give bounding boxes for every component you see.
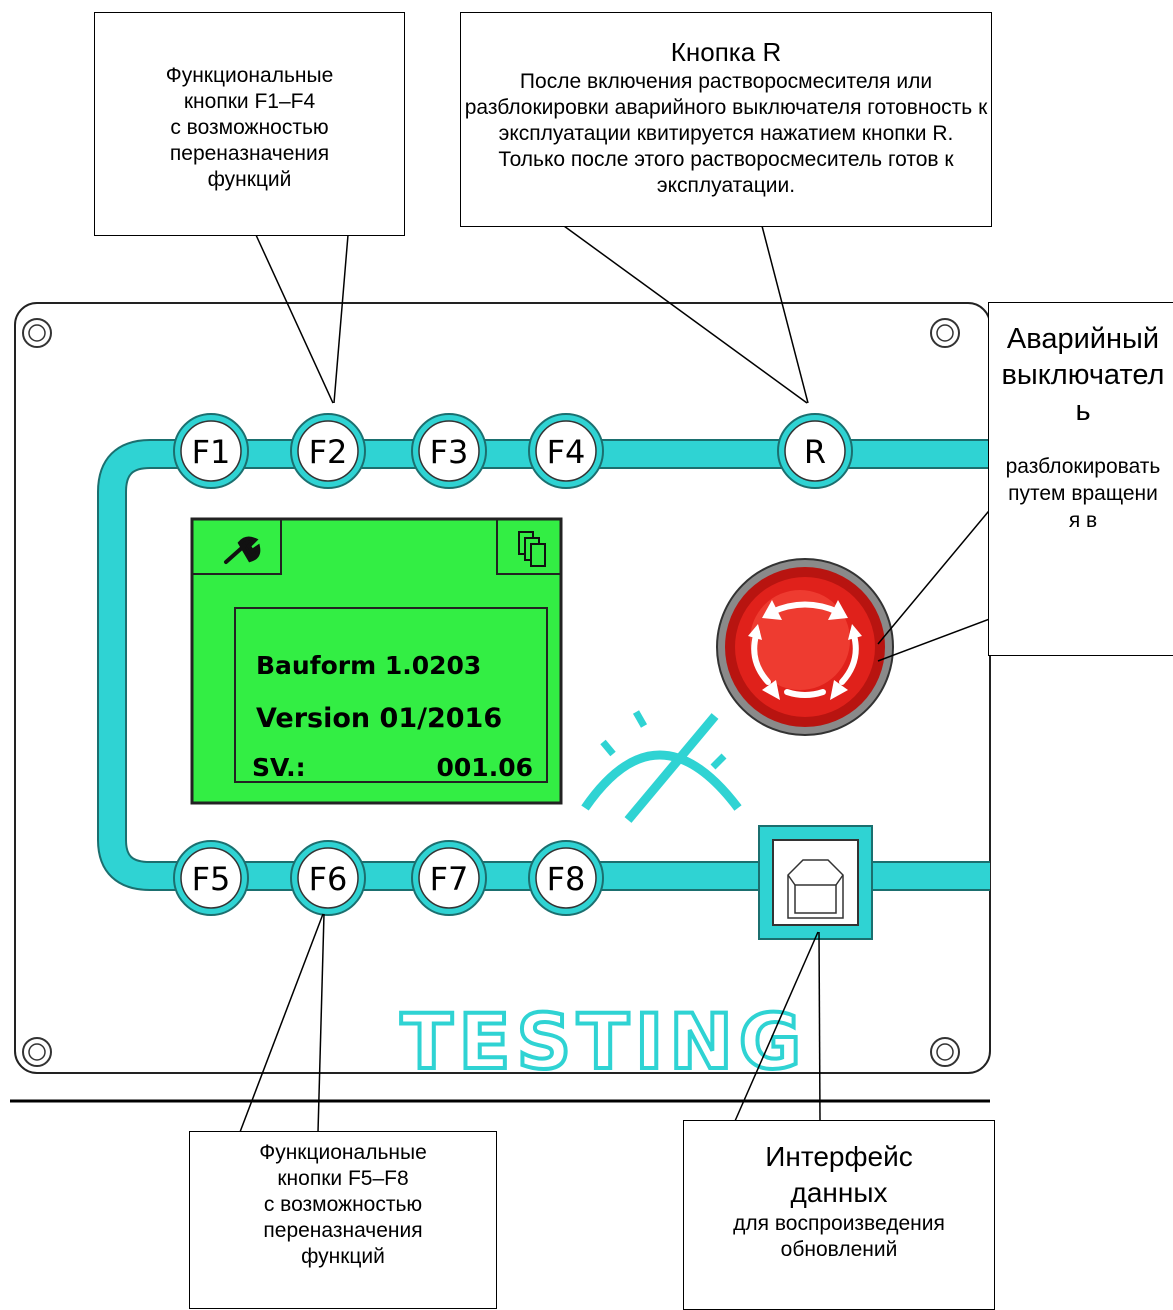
- callout-r-line: разблокировки аварийного выключателя гот…: [464, 96, 988, 119]
- callout-f1-line: Функциональные: [165, 64, 334, 87]
- button-f2[interactable]: F2: [290, 413, 366, 489]
- callout-r-line: эксплуатации квитируется нажатием кнопки…: [498, 122, 954, 145]
- callout-emergency-title: Аварийный выключатель: [1001, 323, 1165, 427]
- screw-icon: [22, 318, 52, 348]
- callout-emergency-text: разблокировать путем вращения в: [1005, 455, 1161, 532]
- callout-r-title: Кнопка R: [670, 37, 782, 67]
- button-f7[interactable]: F7: [411, 840, 487, 916]
- button-f8[interactable]: F8: [528, 840, 604, 916]
- button-f1-label: F1: [192, 433, 231, 471]
- callout-r-line: Только после этого растворосмеситель гот…: [498, 148, 954, 171]
- callout-f1-line: переназначения: [169, 142, 330, 165]
- callout-emergency-stop: Аварийный выключатель разблокировать пут…: [988, 302, 1173, 656]
- callout-f1-f4: Функциональные кнопки F1–F4 с возможност…: [94, 12, 405, 236]
- wrench-icon: [224, 536, 261, 564]
- callout-usb-line: для воспроизведения: [733, 1212, 945, 1235]
- callout-data-interface: Интерфейс данных для воспроизведения обн…: [683, 1120, 995, 1310]
- button-r-label: R: [804, 433, 826, 471]
- lcd-sv-value: 001.06: [437, 753, 533, 782]
- callout-f5-line: с возможностью: [263, 1193, 423, 1216]
- callout-f5-line: функций: [301, 1245, 385, 1268]
- button-f3[interactable]: F3: [411, 413, 487, 489]
- callout-f5-line: Функциональные: [259, 1141, 427, 1164]
- emergency-stop-button[interactable]: [716, 558, 894, 736]
- testing-logo: TESTING: [399, 710, 808, 1088]
- callout-usb-title: Интерфейс: [765, 1141, 913, 1172]
- screw-icon: [22, 1037, 52, 1067]
- lcd-display: Bauform 1.0203 Version 01/2016 SV.: 001.…: [190, 517, 563, 805]
- callout-f5-line: кнопки F5–F8: [277, 1167, 409, 1190]
- lcd-line-version: Version 01/2016: [256, 703, 502, 734]
- button-r[interactable]: R: [777, 413, 853, 489]
- callout-f1-line: с возможностью: [170, 116, 329, 139]
- callout-f1-line: кнопки F1–F4: [183, 90, 316, 113]
- cyan-rail-fill: [99, 441, 990, 889]
- callout-r-button: Кнопка R После включения растворосмесите…: [460, 12, 992, 227]
- callout-usb-title: данных: [790, 1177, 888, 1208]
- copy-pages-icon: [518, 531, 546, 567]
- callout-f5-line: переназначения: [263, 1219, 423, 1242]
- callout-r-line: После включения растворосмесителя или: [519, 70, 933, 93]
- testing-logo-text: TESTING: [401, 997, 808, 1086]
- button-f1[interactable]: F1: [173, 413, 249, 489]
- usb-b-icon: [787, 859, 844, 919]
- button-f2-label: F2: [309, 433, 348, 471]
- button-f3-label: F3: [430, 433, 469, 471]
- button-f5-label: F5: [192, 860, 231, 898]
- screw-icon: [930, 318, 960, 348]
- usb-port[interactable]: [758, 825, 873, 940]
- button-f6[interactable]: F6: [290, 840, 366, 916]
- button-f4[interactable]: F4: [528, 413, 604, 489]
- lcd-sv-label: SV.:: [252, 753, 306, 782]
- leader-lines: [239, 225, 1041, 1133]
- button-f5[interactable]: F5: [173, 840, 249, 916]
- button-f6-label: F6: [309, 860, 348, 898]
- screw-icon: [930, 1037, 960, 1067]
- button-f4-label: F4: [547, 433, 586, 471]
- rotate-arrowheads: [748, 600, 862, 700]
- callout-r-line: эксплуатации.: [656, 174, 796, 197]
- callout-usb-line: обновлений: [780, 1238, 898, 1261]
- button-f7-label: F7: [430, 860, 469, 898]
- lcd-line-bauform: Bauform 1.0203: [256, 651, 481, 680]
- callout-f5-f8: Функциональные кнопки F5–F8 с возможност…: [189, 1131, 497, 1309]
- button-f8-label: F8: [547, 860, 586, 898]
- callout-f1-line: функций: [207, 168, 292, 191]
